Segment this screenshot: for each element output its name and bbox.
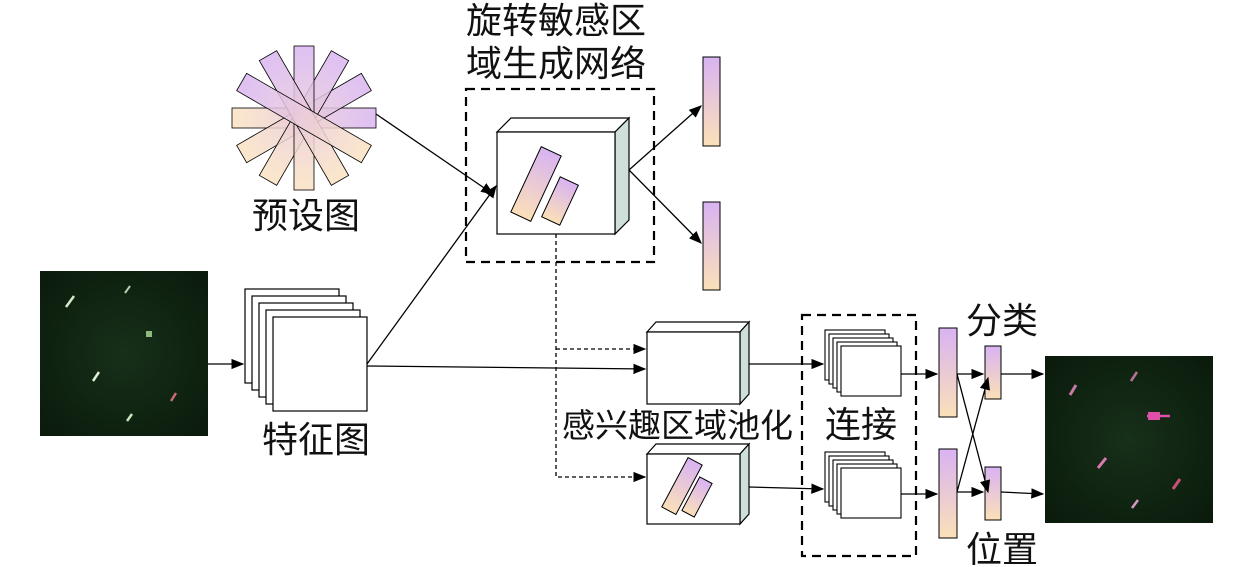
preset-map-label: 预设图	[252, 196, 360, 237]
feature-map-label: 特征图	[262, 420, 370, 461]
concat-dashed-frame	[800, 313, 918, 558]
feature-map-stack	[244, 288, 368, 412]
rrpn-title-line1: 旋转敏感区	[466, 1, 646, 42]
roi-pool-cube-lower	[645, 442, 751, 526]
roi-pooling-label: 感兴趣区域池化	[562, 406, 793, 445]
reg-output-bar	[984, 466, 1002, 521]
rpn-output-bar-reg	[702, 201, 721, 291]
output-detection-image	[1045, 356, 1213, 523]
input-satellite-image	[40, 271, 208, 436]
cls-output-bar	[984, 345, 1002, 400]
concat-label: 连接	[825, 405, 897, 446]
rpn-output-bar-cls	[702, 56, 721, 147]
roi-pool-cube-upper	[645, 320, 751, 406]
classification-label: 分类	[966, 301, 1038, 342]
connectors	[208, 105, 1045, 500]
position-label: 位置	[966, 530, 1038, 567]
rrpn-title-line2: 域生成网络	[466, 44, 646, 85]
concat-stack-lower	[824, 451, 902, 519]
fc-bar-lower	[938, 448, 958, 539]
preset-anchor-starburst	[231, 45, 377, 191]
anchor-ray-6	[236, 72, 372, 164]
fc-bar-upper	[938, 327, 958, 418]
rotated-proposal-b	[540, 176, 580, 226]
rrpn-cube	[495, 116, 631, 236]
rotated-proposal-a	[510, 146, 562, 222]
concat-stack-upper	[824, 329, 902, 397]
